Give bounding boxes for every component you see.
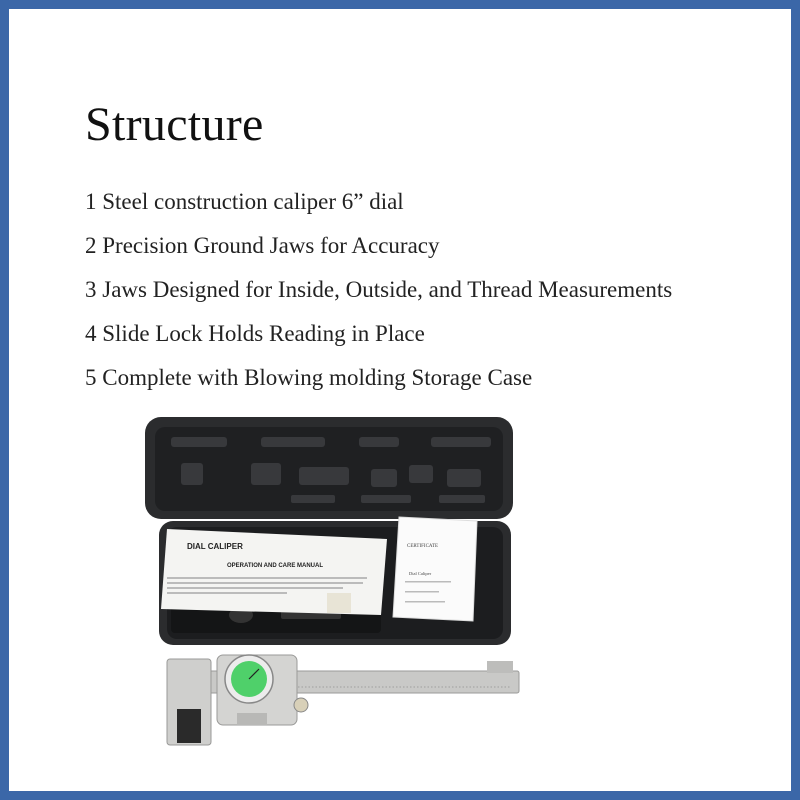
feature-list: 1 Steel construction caliper 6” dial 2 P… [85,187,672,407]
feature-item: 2 Precision Ground Jaws for Accuracy [85,233,440,258]
page-title: Structure [85,98,264,151]
certificate-product: Dial Caliper [409,571,432,576]
feature-item: 3 Jaws Designed for Inside, Outside, and… [85,277,673,302]
certificate-card: CERTIFICATE Dial Caliper [392,516,478,622]
feature-item: 4 Slide Lock Holds Reading in Place [85,321,425,346]
case-lid [145,417,513,519]
dial-caliper [166,654,520,746]
certificate-title: CERTIFICATE [407,544,438,549]
manual-title: DIAL CALIPER [187,542,243,551]
product-photo: DIAL CALIPER OPERATION AND CARE MANUAL C… [145,417,520,746]
feature-item: 5 Complete with Blowing molding Storage … [85,365,533,390]
manual-subtitle: OPERATION AND CARE MANUAL [227,563,323,569]
manual-booklet: DIAL CALIPER OPERATION AND CARE MANUAL [161,529,387,615]
feature-item: 1 Steel construction caliper 6” dial [85,189,404,214]
